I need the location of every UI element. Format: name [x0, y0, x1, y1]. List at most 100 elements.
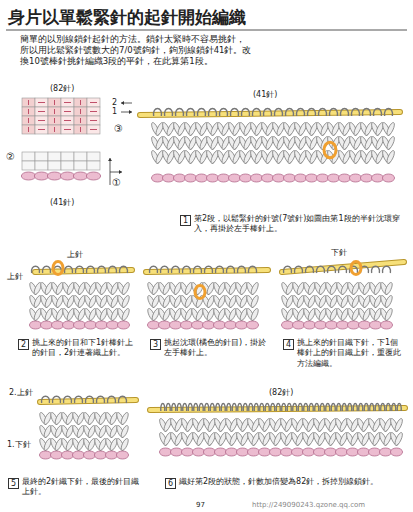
step-number: 3	[151, 341, 160, 349]
page-title: 身片以單鬆緊針的起針開始編織	[8, 6, 246, 28]
knitting-needle	[140, 112, 400, 115]
needle-loop	[164, 109, 172, 117]
needle-loop	[75, 266, 83, 273]
waste-yarn-chain	[72, 451, 84, 459]
knit-stitch	[384, 295, 394, 309]
needle-loop	[305, 266, 313, 273]
knit-symbol	[28, 118, 29, 123]
waste-yarn-chain	[246, 321, 258, 329]
chart-cell	[87, 125, 100, 134]
needle-loop	[97, 266, 105, 273]
waste-yarn-chain	[84, 321, 96, 329]
waste-yarn-chain	[95, 321, 107, 329]
knit-stitch	[386, 122, 396, 137]
needle-loop	[329, 109, 337, 117]
needle-loop	[351, 109, 359, 117]
chart-cell	[22, 152, 35, 161]
waste-yarn-chain	[371, 174, 383, 182]
needle-loop	[381, 404, 385, 412]
chart-cell	[74, 98, 87, 107]
needle-loop	[177, 404, 181, 412]
row-number: 1	[112, 107, 117, 117]
needle-loop	[210, 404, 214, 412]
chart-cell	[22, 116, 35, 125]
needle-loop	[316, 266, 324, 273]
needle-loop	[318, 109, 326, 117]
waste-yarn-chain	[235, 321, 247, 329]
knit-stitch	[386, 150, 396, 165]
stitch-label: 上針	[6, 272, 24, 282]
knitting-needle	[40, 400, 136, 402]
waste-yarn-chain	[83, 451, 95, 459]
chart-cell	[74, 161, 87, 170]
purl-symbol	[38, 102, 45, 103]
needle-loop	[232, 404, 236, 412]
row-arrow-head	[129, 110, 132, 114]
waste-yarn-chain	[261, 174, 273, 182]
waste-yarn-chain	[358, 321, 370, 329]
needle-loop	[175, 109, 183, 117]
waste-yarn-chain	[280, 448, 292, 456]
waste-yarn-chain	[169, 321, 181, 329]
waste-yarn-chain	[224, 321, 236, 329]
needle-loop	[85, 396, 93, 403]
direction-arrow-head	[108, 158, 112, 161]
stitch-count: (41針)	[50, 198, 74, 208]
step-number: 1	[181, 217, 190, 225]
circled-number: ③	[114, 122, 123, 135]
chart-cell	[35, 161, 48, 170]
waste-yarn-chain	[60, 172, 74, 180]
needle-loop	[392, 404, 396, 412]
needle-loop	[287, 404, 291, 412]
knit-stitch	[384, 308, 394, 322]
needle-loop	[362, 109, 370, 117]
knit-stitch	[120, 438, 130, 452]
waste-yarn-chain	[236, 448, 248, 456]
waste-yarn-chain	[313, 448, 325, 456]
purl-symbol	[64, 129, 71, 130]
step-number: 6	[166, 480, 175, 488]
waste-yarn-chain	[247, 448, 259, 456]
waste-yarn-chain	[250, 174, 262, 182]
needle-loop	[373, 109, 381, 117]
waste-yarn-chain	[283, 174, 295, 182]
needle-loop	[371, 266, 379, 273]
waste-yarn-chain	[158, 321, 170, 329]
knit-stitch	[394, 418, 404, 433]
step-number: 5	[9, 480, 18, 488]
waste-yarn-chain	[305, 174, 317, 182]
needle-loop	[199, 404, 203, 412]
needle-loop	[149, 266, 157, 273]
needle-loop	[52, 396, 60, 403]
knit-symbol	[80, 118, 81, 123]
needle-loop	[193, 266, 201, 273]
needle-loop	[342, 404, 346, 412]
waste-yarn-chain	[106, 321, 118, 329]
waste-yarn-chain	[181, 448, 193, 456]
chart-cell	[61, 161, 74, 170]
step-caption: 挑上來的針目和下1針棒針上的針目，2針連著織上針。	[32, 338, 136, 359]
knitting-needle	[282, 262, 404, 272]
needle-loop	[364, 404, 368, 412]
needle-loop	[226, 266, 234, 273]
waste-yarn-chain	[316, 174, 328, 182]
needle-loop	[194, 404, 198, 412]
needle-loop	[315, 404, 319, 412]
chart-cell	[22, 98, 35, 107]
needle-loop	[304, 404, 308, 412]
chart-cell	[61, 98, 74, 107]
needle-loop	[397, 404, 401, 412]
needle-loop	[183, 404, 187, 412]
waste-yarn-chain	[116, 451, 128, 459]
waste-yarn-chain	[40, 321, 52, 329]
needle-loop	[243, 404, 247, 412]
knit-stitch	[250, 282, 260, 296]
row-number: 2	[112, 98, 117, 108]
needle-loop	[107, 396, 115, 403]
needle-loop	[274, 109, 282, 117]
knitting-needle	[146, 270, 268, 272]
step-number: 2	[19, 341, 28, 349]
waste-yarn-chain	[269, 448, 281, 456]
chart-cell	[48, 152, 61, 161]
knit-symbol	[54, 127, 55, 132]
